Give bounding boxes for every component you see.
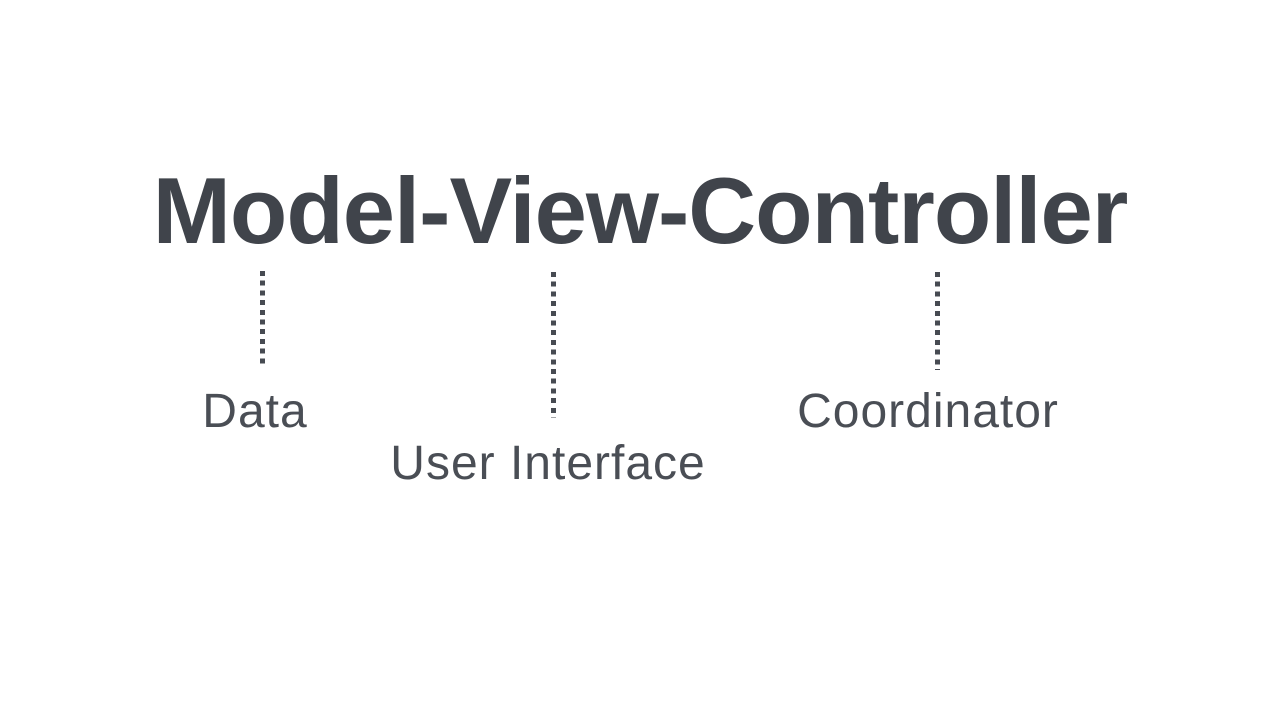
label-model-meaning: Data [202,385,308,438]
label-controller-meaning: Coordinator [797,385,1059,438]
diagram-title: Model-View-Controller [152,158,1129,263]
leader-line-model-to-data [260,271,265,368]
leader-line-controller-to-coordinator [935,272,940,370]
label-view-meaning: User Interface [390,437,706,490]
leader-line-view-to-user-interface [551,272,556,418]
